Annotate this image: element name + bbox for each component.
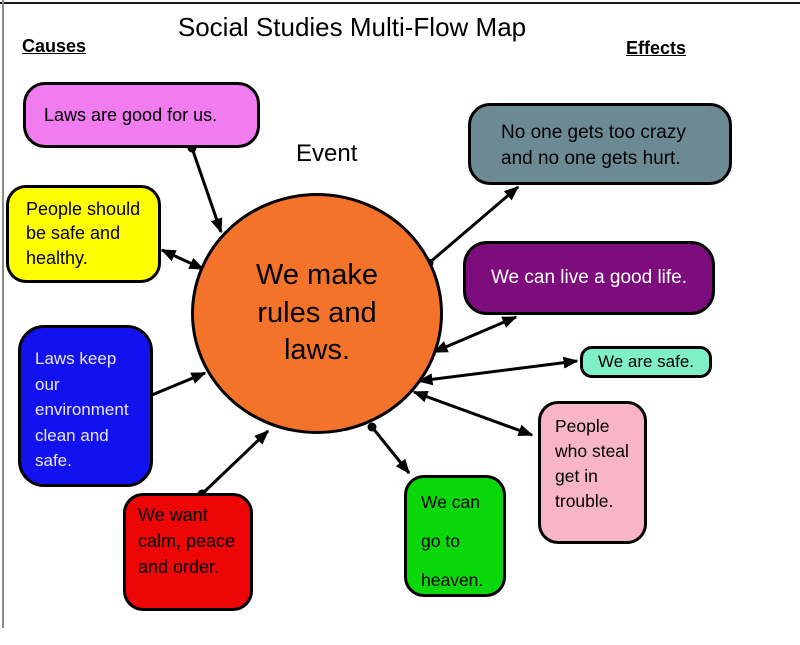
cause-node-calm-peace-order[interactable]: We want calm, peace and order. (123, 493, 253, 611)
cause-node-environment-clean[interactable]: Laws keep our environment clean and safe… (18, 325, 153, 487)
cause-node-text: Laws keep our environment clean and safe… (35, 349, 129, 470)
effect-node-text: People who steal get in trouble. (555, 416, 629, 511)
event-node-text: We make rules and laws. (256, 258, 378, 367)
effect-node-no-one-crazy-hurt[interactable]: No one gets too crazy and no one gets hu… (468, 103, 732, 185)
effect-node-text: No one gets too crazy and no one gets hu… (501, 122, 686, 169)
cause-node-text: We want calm, peace and order. (138, 505, 236, 578)
connector-effect-steal-trouble[interactable] (412, 390, 534, 437)
effect-node-text: We can live a good life. (490, 267, 688, 289)
connector-cause-safe-and-healthy[interactable] (160, 248, 205, 271)
connector-effect-we-are-safe[interactable] (417, 356, 579, 386)
event-label: Event (296, 140, 358, 167)
event-node[interactable]: We make rules and laws. (191, 193, 443, 434)
cause-node-laws-good-for-us[interactable]: Laws are good for us. (23, 82, 260, 148)
connector-cause-calm-peace-order[interactable] (197, 429, 270, 499)
causes-column-label: Causes (22, 36, 87, 56)
connector-cause-laws-good-for-us[interactable] (187, 143, 223, 234)
page-border-top (0, 2, 800, 4)
effect-node-text: We can go to heaven. (421, 492, 484, 590)
cause-node-text: Laws are good for us. (44, 104, 218, 125)
effect-node-good-life[interactable]: We can live a good life. (463, 241, 715, 315)
page-border-left (2, 0, 4, 628)
effect-node-we-are-safe[interactable]: We are safe. (580, 346, 712, 378)
connector-effect-go-to-heaven[interactable] (367, 422, 411, 475)
effects-column-label: Effects (626, 38, 687, 58)
cause-node-text: People should be safe and healthy. (26, 199, 141, 268)
connector-cause-environment-clean[interactable] (142, 371, 207, 402)
connector-effect-no-one-crazy-hurt[interactable] (424, 185, 520, 268)
effect-node-text: We are safe. (597, 351, 695, 371)
page-title: Social Studies Multi-Flow Map (177, 12, 527, 42)
effect-node-go-to-heaven[interactable]: We can go to heaven. (404, 475, 506, 597)
cause-node-safe-and-healthy[interactable]: People should be safe and healthy. (6, 185, 161, 283)
effect-node-steal-trouble[interactable]: People who steal get in trouble. (538, 401, 647, 544)
connector-effect-good-life[interactable] (432, 315, 518, 354)
